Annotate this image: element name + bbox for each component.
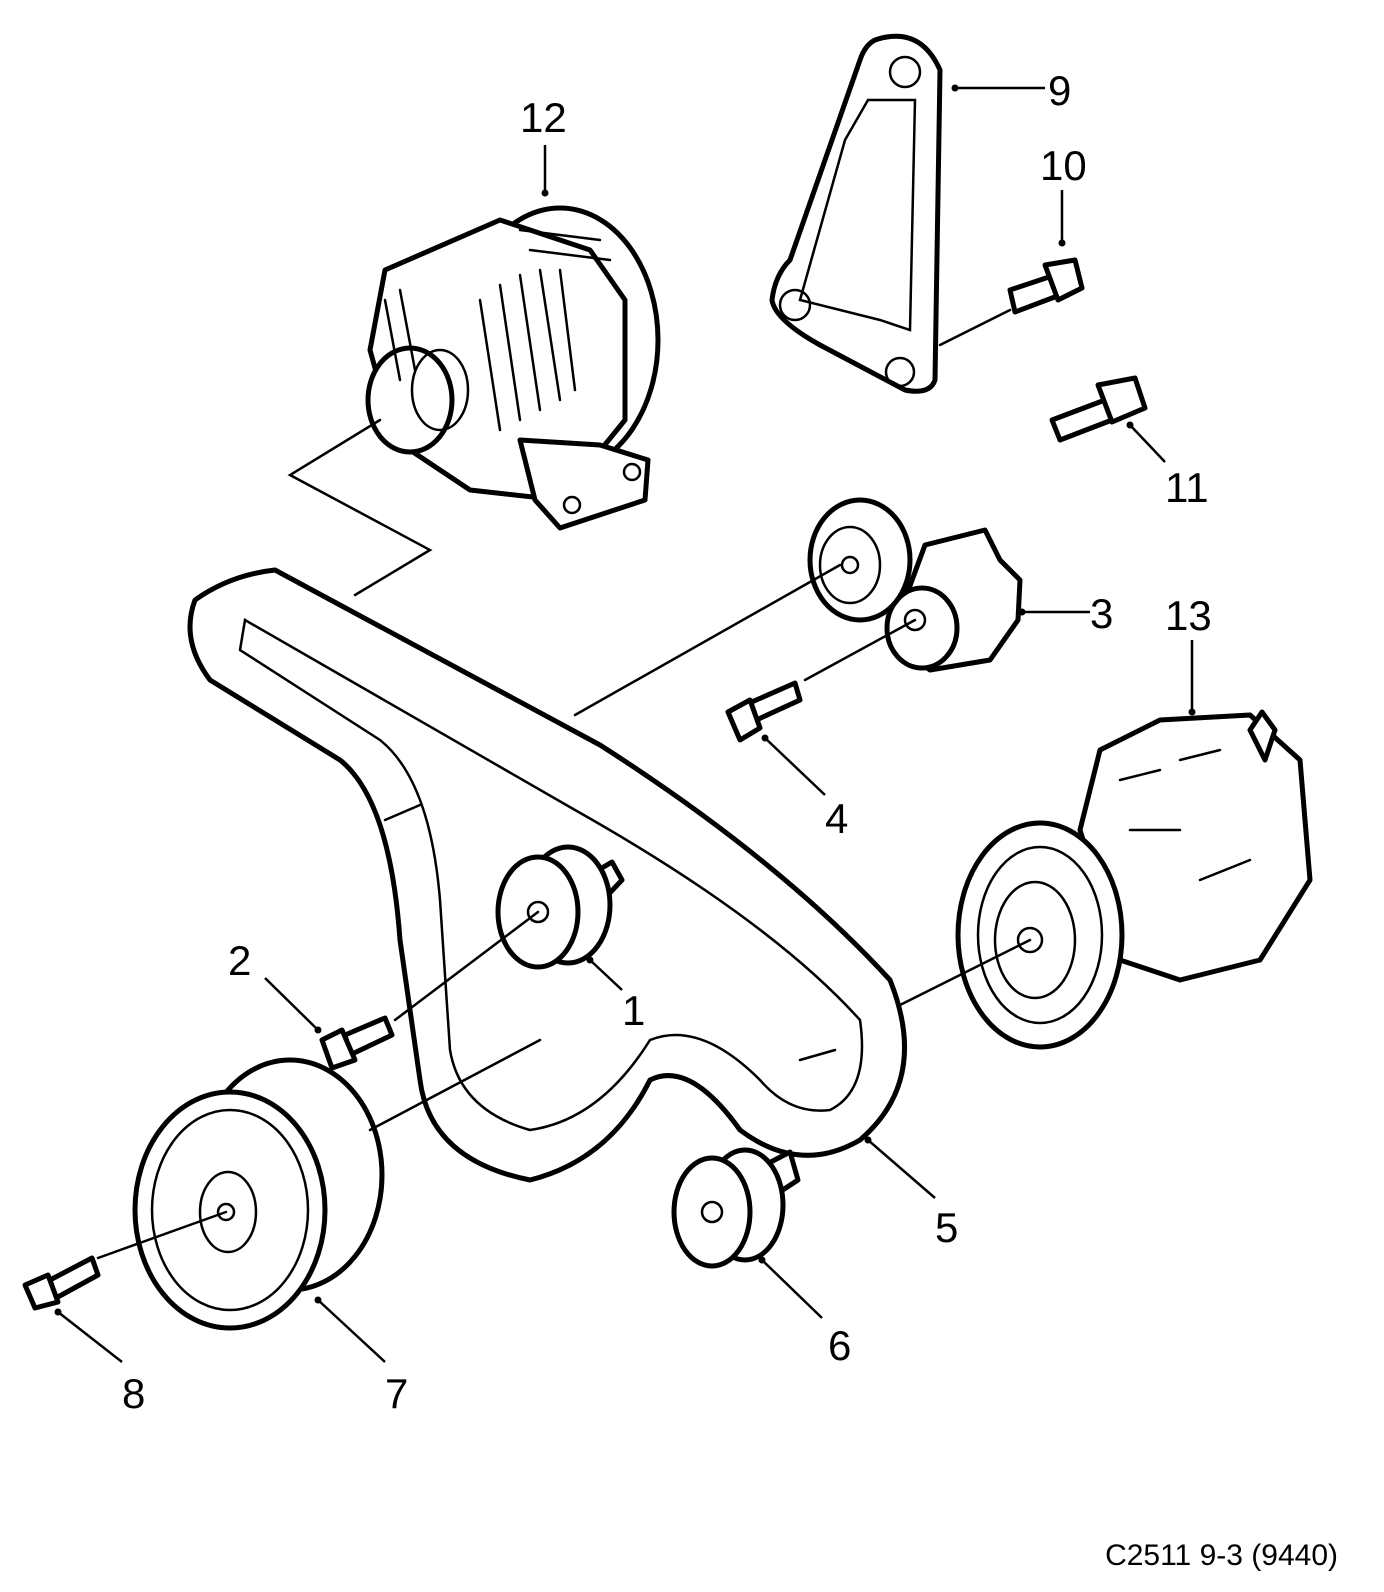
ac-compressor — [955, 709, 1313, 1050]
callout-5: 5 — [935, 1204, 958, 1251]
callout-8: 8 — [122, 1370, 145, 1417]
callout-12: 12 — [520, 94, 567, 141]
leader-lines — [54, 84, 1196, 1363]
mounting-bracket — [769, 33, 943, 394]
bolt-2 — [319, 1015, 395, 1071]
bolt-11 — [1049, 375, 1148, 443]
callout-1: 1 — [622, 987, 645, 1034]
crankshaft-pulley — [132, 1057, 385, 1331]
callout-11: 11 — [1165, 464, 1209, 511]
center-lines — [96, 308, 1032, 1260]
idler-pulley-6 — [671, 1147, 801, 1269]
callout-7: 7 — [385, 1370, 408, 1417]
callout-9: 9 — [1048, 67, 1071, 114]
callout-4: 4 — [825, 795, 848, 842]
callout-10: 10 — [1040, 142, 1087, 189]
idler-pulley-1 — [495, 844, 625, 970]
bolt-8 — [22, 1255, 101, 1311]
callout-13: 13 — [1165, 592, 1212, 639]
drive-belt — [187, 567, 908, 1183]
bolt-10 — [1007, 257, 1085, 315]
callout-6: 6 — [828, 1322, 851, 1369]
reference-code: C2511 9-3 (9440) — [1105, 1539, 1338, 1572]
bolt-4 — [725, 680, 803, 743]
callout-2: 2 — [228, 937, 251, 984]
belt-tensioner — [807, 497, 1023, 673]
alternator — [365, 205, 661, 531]
callout-3: 3 — [1090, 590, 1113, 637]
